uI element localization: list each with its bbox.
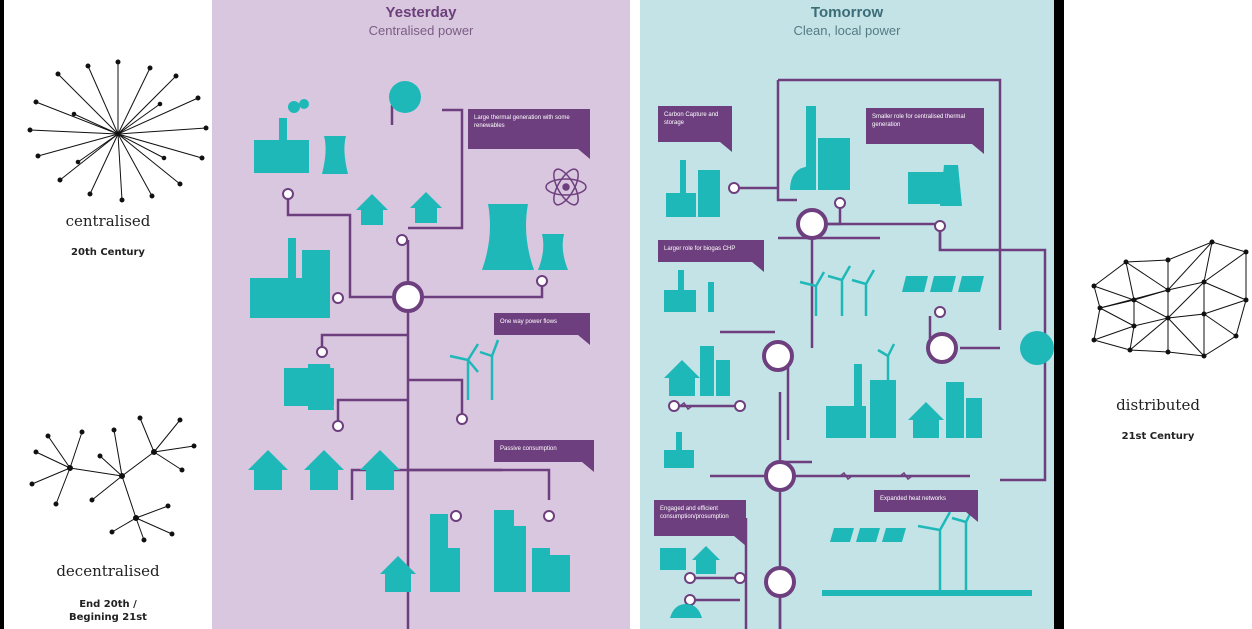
centralised-era: 20th Century bbox=[71, 247, 145, 258]
tomorrow-title: Tomorrow bbox=[810, 4, 884, 21]
yesterday-grid-diagram bbox=[248, 81, 587, 629]
distributed-era: 21st Century bbox=[1121, 431, 1195, 442]
tomorrow-subtitle: Clean, local power bbox=[793, 23, 901, 38]
decentralised-era-line2: Begining 21st bbox=[69, 612, 147, 623]
centralised-star bbox=[27, 59, 209, 203]
callout-passive: Passive consumption bbox=[494, 440, 594, 472]
left-network-column: centralised 20th Century decentralised E… bbox=[4, 0, 212, 629]
callout-biogas: Larger role for biogas CHP bbox=[658, 240, 764, 272]
wind-turbine-icon bbox=[449, 339, 500, 400]
callout-carbon-capture: Carbon Capture and storage bbox=[658, 106, 732, 152]
callout-thermal: Large thermal generation with some renew… bbox=[468, 109, 590, 159]
decentralised-era-line1: End 20th / bbox=[79, 599, 137, 610]
tomorrow-grid-diagram bbox=[660, 78, 1054, 629]
callout-one-way: One way power flows bbox=[494, 313, 590, 345]
wind-turbines-icon bbox=[799, 265, 978, 590]
decentralised-label: decentralised bbox=[56, 562, 160, 580]
yesterday-title: Yesterday bbox=[385, 4, 457, 21]
centralised-label: centralised bbox=[65, 212, 151, 230]
centralised-network-diagram bbox=[27, 59, 209, 543]
yesterday-icons bbox=[248, 81, 570, 592]
right-network-column: distributed 21st Century bbox=[1064, 0, 1252, 629]
yesterday-panel: Yesterday Centralised power bbox=[212, 0, 630, 629]
globe-icon bbox=[1020, 331, 1054, 365]
panel-divider bbox=[630, 0, 640, 629]
distributed-label: distributed bbox=[1116, 396, 1200, 414]
tomorrow-panel: Tomorrow Clean, local power bbox=[640, 0, 1054, 629]
distributed-network-diagram bbox=[1091, 239, 1249, 359]
yesterday-subtitle: Centralised power bbox=[368, 23, 474, 38]
decentralised-clusters bbox=[29, 415, 197, 543]
callout-heat-networks: Expanded heat networks bbox=[874, 490, 978, 522]
callout-smaller-role: Smaller role for centralised thermal gen… bbox=[866, 108, 984, 154]
tomorrow-icons bbox=[660, 106, 1032, 618]
callout-engaged: Engaged and efficient consumption/prosum… bbox=[654, 500, 746, 546]
nuclear-atom-icon bbox=[545, 168, 587, 206]
